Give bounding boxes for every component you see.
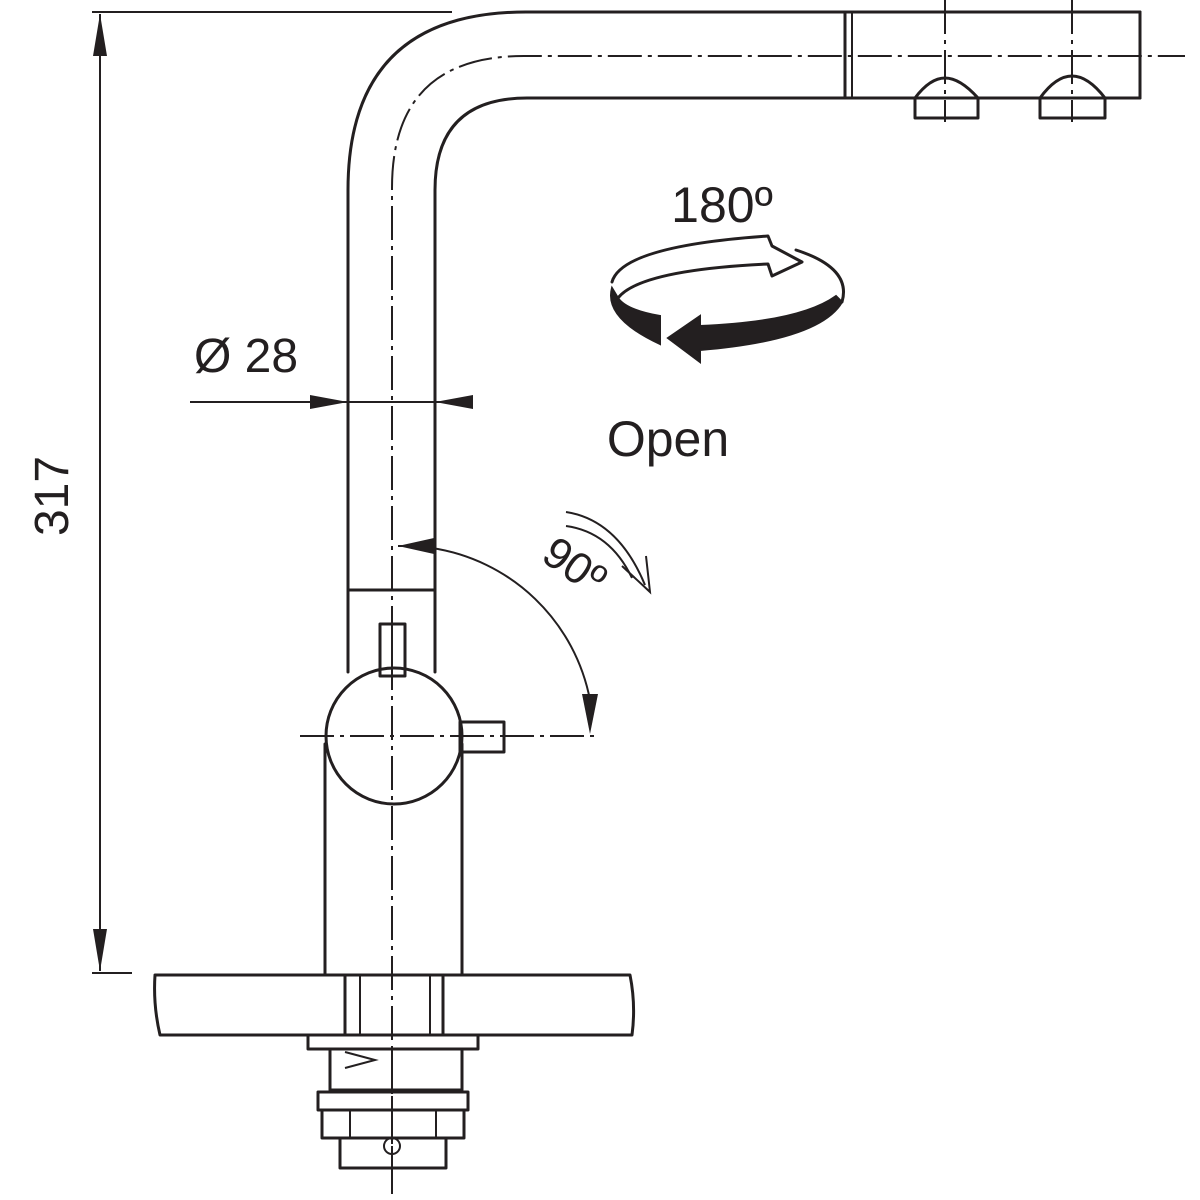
countertop [153,973,636,1037]
faucet-lever [300,588,595,806]
rotation-arrow-icon [610,234,845,364]
open-label: Open [607,411,729,467]
diameter-value: Ø 28 [194,330,298,383]
faucet-body [323,742,464,977]
height-dimension [92,11,452,974]
diameter-dimension [190,395,473,409]
swing-arrow-icon [565,511,652,595]
faucet-spout [346,0,1185,1190]
mounting-hardware [306,1033,480,1198]
rotation-angle-value: 180º [671,177,773,233]
height-value: 317 [26,456,79,536]
lever-angle-arc [398,538,598,734]
lever-angle-value: 90º [534,527,615,604]
